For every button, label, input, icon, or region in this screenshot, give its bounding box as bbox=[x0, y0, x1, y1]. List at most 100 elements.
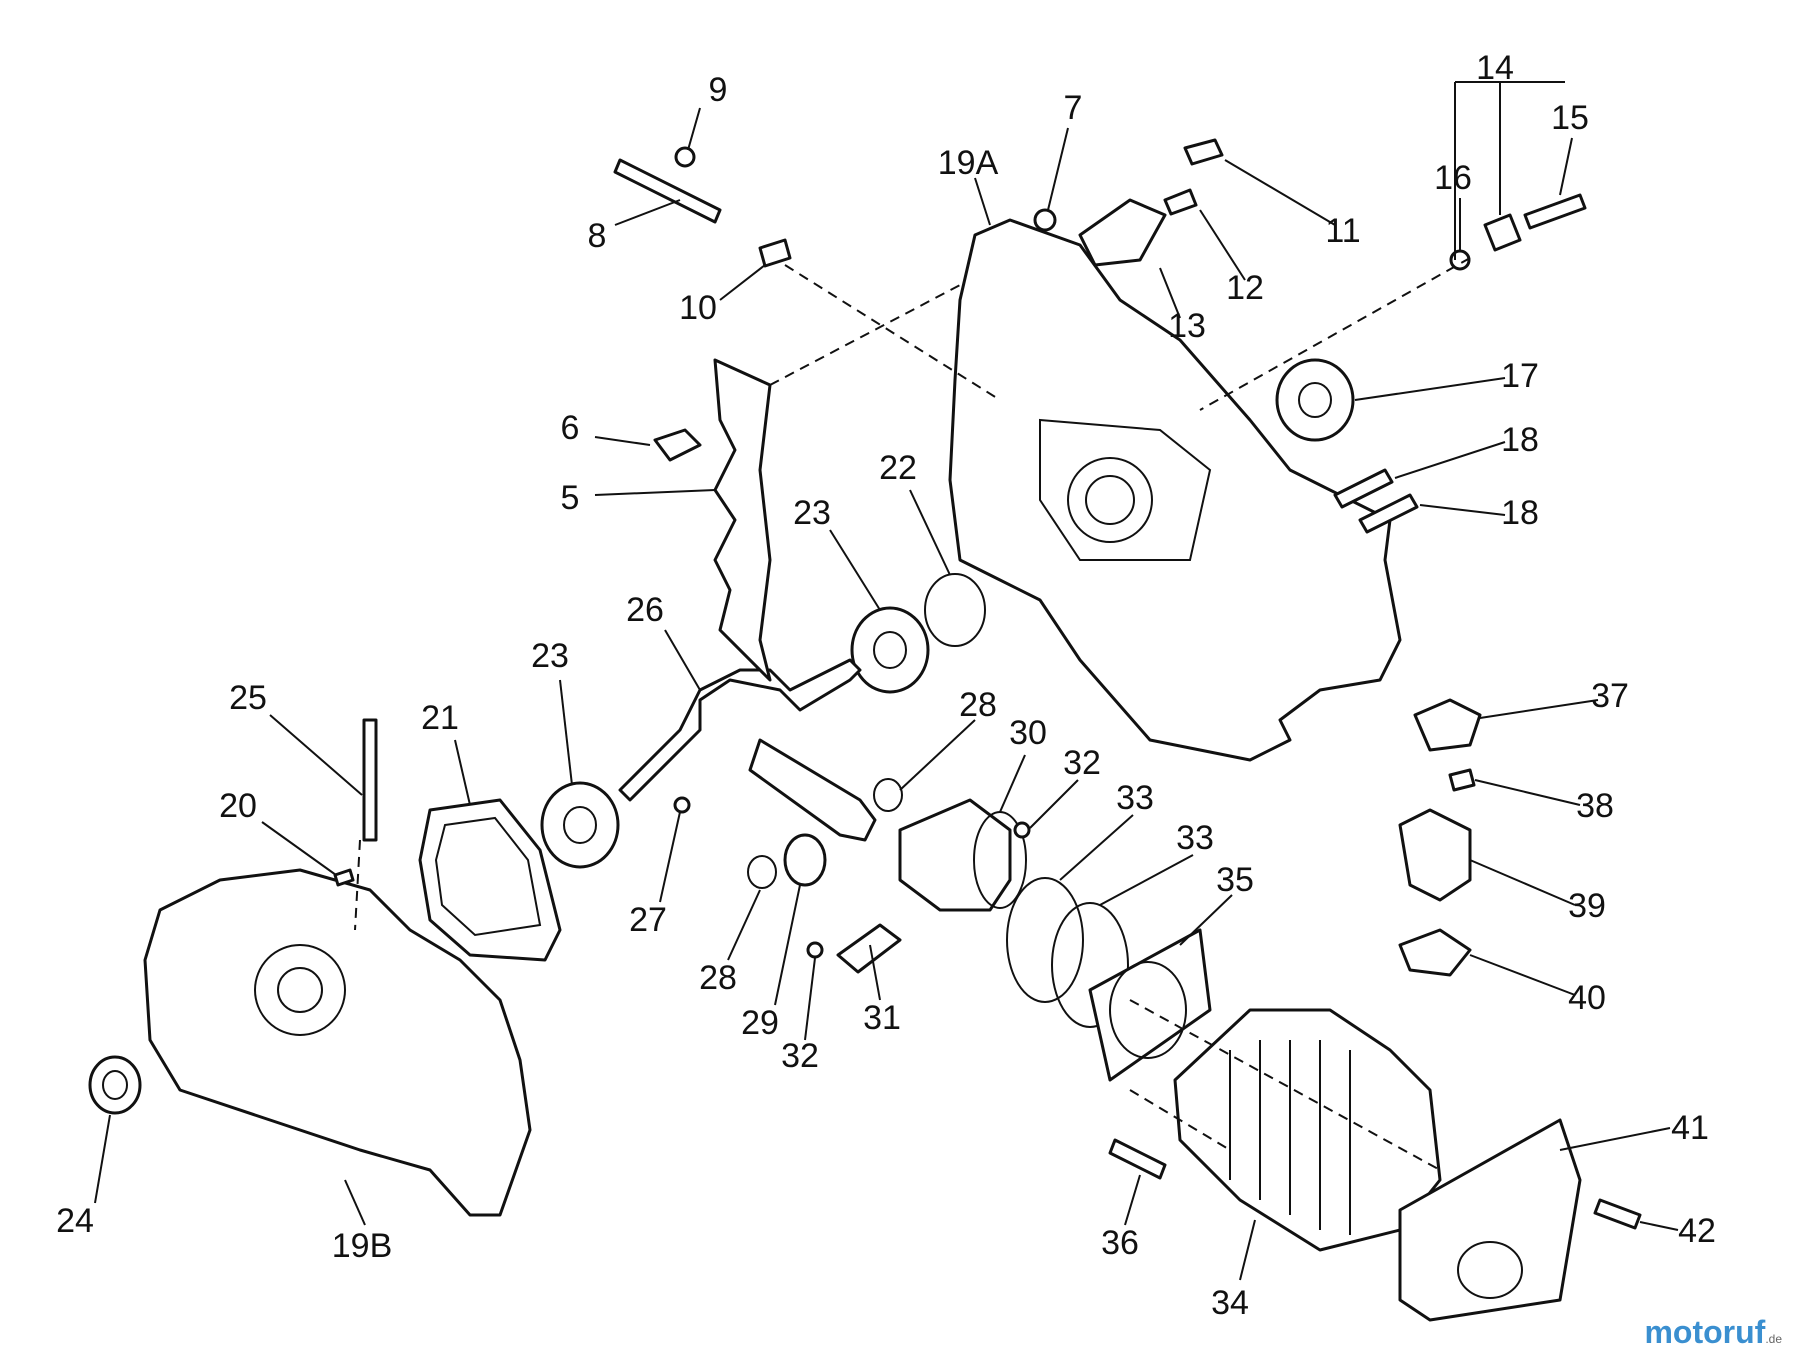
leader-line-36 bbox=[1124, 1174, 1141, 1226]
part-label-9: 9 bbox=[709, 71, 728, 109]
part-label-35: 35 bbox=[1216, 861, 1254, 899]
boss-13 bbox=[1078, 198, 1167, 267]
leader-line-40 bbox=[1469, 954, 1576, 996]
part-label-19b: 19B bbox=[332, 1227, 393, 1265]
part-label-18-2: 18 bbox=[1501, 494, 1539, 532]
piston-30 bbox=[898, 798, 1012, 912]
part-label-11: 11 bbox=[1325, 212, 1360, 250]
thrust-washer-28-b bbox=[873, 778, 903, 812]
part-label-6: 6 bbox=[561, 409, 580, 447]
leader-line-21 bbox=[454, 739, 471, 806]
leader-line-39 bbox=[1469, 859, 1576, 906]
leader-line-42 bbox=[1639, 1221, 1679, 1231]
part-label-5: 5 bbox=[561, 479, 580, 517]
leader-line-22 bbox=[909, 489, 951, 576]
part-label-38: 38 bbox=[1576, 787, 1614, 825]
leader-line-19b bbox=[344, 1179, 366, 1226]
part-label-39: 39 bbox=[1568, 887, 1606, 925]
part-label-37: 37 bbox=[1591, 677, 1629, 715]
part-label-33-2: 33 bbox=[1176, 819, 1214, 857]
leader-line-5 bbox=[594, 489, 716, 496]
part-label-14: 14 bbox=[1476, 49, 1514, 87]
sleeve-10 bbox=[758, 238, 792, 268]
leader-line-30 bbox=[999, 754, 1026, 813]
watermark-text: motoruf bbox=[1644, 1314, 1766, 1350]
leader-line-18-2 bbox=[1419, 504, 1506, 516]
thrust-washer-28-a bbox=[747, 855, 777, 889]
part-label-41: 41 bbox=[1671, 1109, 1709, 1147]
part-label-23: 23 bbox=[793, 494, 831, 532]
connecting-rod bbox=[748, 738, 877, 842]
part-label-25: 25 bbox=[229, 679, 267, 717]
part-label-40: 40 bbox=[1568, 979, 1606, 1017]
leader-line-28 bbox=[899, 719, 976, 791]
stud-8 bbox=[613, 158, 722, 224]
leader-line-41 bbox=[1559, 1127, 1671, 1151]
part-label-18: 18 bbox=[1501, 421, 1539, 459]
leader-line-32-2 bbox=[804, 957, 816, 1041]
part-label-21: 21 bbox=[421, 699, 459, 737]
crankcase-half-19a bbox=[948, 218, 1402, 762]
part-label-33: 33 bbox=[1116, 779, 1154, 817]
nut-7 bbox=[1033, 208, 1057, 232]
piston-ring-33-b bbox=[1051, 902, 1129, 1028]
leader-line-32 bbox=[1029, 779, 1079, 829]
leader-line-24 bbox=[94, 1114, 111, 1204]
bolt-18-b bbox=[1358, 493, 1419, 534]
cage-bearing-29 bbox=[783, 833, 827, 887]
leader-line-18 bbox=[1394, 441, 1506, 479]
retainer-32-a bbox=[1013, 821, 1031, 839]
part-label-36: 36 bbox=[1101, 1224, 1139, 1262]
watermark: motoruf.de bbox=[1644, 1314, 1782, 1351]
leader-line-23-2 bbox=[559, 679, 573, 786]
leader-line-33-2 bbox=[1099, 854, 1194, 906]
part-label-22: 22 bbox=[879, 449, 917, 487]
part-label-20: 20 bbox=[219, 787, 257, 825]
part-label-28: 28 bbox=[959, 686, 997, 724]
oil-seal-24 bbox=[88, 1055, 142, 1115]
part-label-12: 12 bbox=[1226, 269, 1264, 307]
bearing-23-upper bbox=[850, 606, 930, 694]
part-label-10: 10 bbox=[679, 289, 717, 327]
leader-line-13 bbox=[1159, 267, 1181, 319]
bushing-14 bbox=[1483, 213, 1522, 252]
part-label-24: 24 bbox=[56, 1202, 94, 1240]
gasket-21 bbox=[418, 798, 562, 962]
leader-line-26 bbox=[664, 629, 701, 691]
intake-flange-37 bbox=[1413, 698, 1482, 752]
leader-line-28-2 bbox=[727, 889, 761, 961]
crankshaft-26 bbox=[618, 658, 862, 802]
part-label-8: 8 bbox=[588, 217, 607, 255]
leader-line-6 bbox=[594, 436, 651, 446]
leader-line-20 bbox=[261, 821, 337, 876]
muffler-plate-41 bbox=[1398, 1118, 1582, 1322]
crankcase-half-19b bbox=[143, 868, 532, 1217]
leader-line-34 bbox=[1239, 1219, 1256, 1281]
part-label-29: 29 bbox=[741, 1004, 779, 1042]
intake-gasket-40 bbox=[1398, 928, 1472, 977]
snap-ring-22 bbox=[924, 573, 986, 647]
leader-line-35 bbox=[1179, 894, 1233, 946]
leader-line-15 bbox=[1559, 137, 1573, 196]
part-label-30: 30 bbox=[1009, 714, 1047, 752]
leader-line-9 bbox=[687, 107, 701, 151]
leader-line-12 bbox=[1199, 209, 1246, 281]
part-label-19a: 19A bbox=[938, 144, 999, 182]
bolt-18-a bbox=[1333, 468, 1394, 509]
part-label-13: 13 bbox=[1168, 307, 1206, 345]
part-label-15: 15 bbox=[1551, 99, 1589, 137]
part-label-31: 31 bbox=[863, 999, 901, 1037]
bearing-17 bbox=[1275, 358, 1355, 442]
bolt-11 bbox=[1183, 138, 1224, 166]
screw-15 bbox=[1523, 193, 1587, 230]
leader-line-11 bbox=[1224, 159, 1336, 226]
leader-line-23 bbox=[829, 529, 881, 611]
screw-38 bbox=[1448, 768, 1476, 792]
leader-line-27 bbox=[659, 811, 681, 903]
bolt-6 bbox=[653, 428, 702, 462]
bolt-12 bbox=[1163, 188, 1198, 216]
leader-line-33 bbox=[1059, 814, 1134, 881]
part-label-16: 16 bbox=[1434, 159, 1472, 197]
